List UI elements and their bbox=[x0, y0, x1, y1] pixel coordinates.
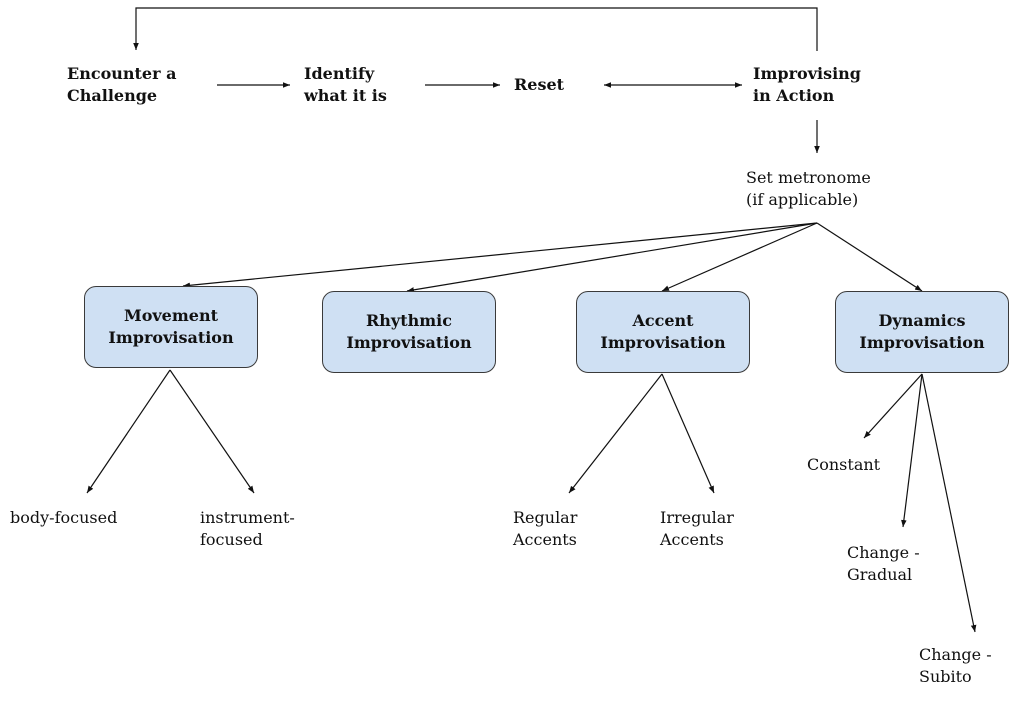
arrow-to-accent bbox=[661, 222, 818, 292]
rhythmic-box-line-1: Rhythmic bbox=[365, 311, 452, 330]
arrow-movement-to-instrument bbox=[169, 369, 255, 494]
loop-arrow bbox=[133, 7, 818, 51]
arrow-to-rhythmic bbox=[406, 222, 818, 293]
accent-improvisation-box: Accent Improvisation bbox=[576, 291, 750, 373]
arrow-to-dynamics bbox=[816, 222, 923, 292]
arrow-dynamics-to-gradual bbox=[901, 373, 923, 528]
dynamics-box-line-2: Improvisation bbox=[859, 333, 985, 352]
leaf-instrument-focused: instrument- focused bbox=[200, 507, 295, 551]
leaf-regular-accents: Regular Accents bbox=[513, 507, 577, 551]
leaf-body-focused: body-focused bbox=[10, 507, 117, 529]
leaf-irregular-accents: Irregular Accents bbox=[660, 507, 734, 551]
leaf-change-subito: Change - Subito bbox=[919, 644, 992, 688]
movement-improvisation-box: Movement Improvisation bbox=[84, 286, 258, 368]
step-encounter: Encounter a Challenge bbox=[67, 63, 176, 107]
step-encounter-line-2: Challenge bbox=[67, 86, 158, 105]
arrow-accent-to-regular bbox=[568, 373, 663, 494]
leaf-instrument-focused-line-1: instrument- bbox=[200, 508, 295, 527]
step-identify: Identify what it is bbox=[304, 63, 387, 107]
leaf-change-gradual-line-2: Gradual bbox=[847, 565, 913, 584]
step-improvising-line-2: in Action bbox=[753, 86, 835, 105]
leaf-constant-label: Constant bbox=[807, 455, 881, 474]
leaf-body-focused-label: body-focused bbox=[10, 508, 118, 527]
leaf-change-gradual-line-1: Change - bbox=[847, 543, 920, 562]
leaf-change-subito-line-2: Subito bbox=[919, 667, 972, 686]
step-improvising: Improvising in Action bbox=[753, 63, 861, 107]
metronome-note-line-2: (if applicable) bbox=[746, 190, 859, 209]
step-reset-label: Reset bbox=[514, 75, 565, 94]
arrow-movement-to-body bbox=[86, 369, 171, 494]
step-encounter-line-1: Encounter a bbox=[67, 64, 177, 83]
leaf-change-subito-line-1: Change - bbox=[919, 645, 992, 664]
metronome-note: Set metronome (if applicable) bbox=[746, 167, 871, 211]
arrow-to-movement bbox=[182, 222, 818, 289]
movement-box-line-1: Movement bbox=[123, 306, 218, 325]
accent-box-line-1: Accent bbox=[632, 311, 694, 330]
leaf-constant: Constant bbox=[807, 454, 880, 476]
leaf-instrument-focused-line-2: focused bbox=[200, 530, 263, 549]
leaf-regular-accents-line-1: Regular bbox=[513, 508, 578, 527]
dynamics-box-line-1: Dynamics bbox=[878, 311, 966, 330]
leaf-change-gradual: Change - Gradual bbox=[847, 542, 920, 586]
rhythmic-improvisation-box: Rhythmic Improvisation bbox=[322, 291, 496, 373]
arrow-dynamics-to-subito bbox=[921, 373, 977, 633]
rhythmic-box-line-2: Improvisation bbox=[346, 333, 472, 352]
arrow-dynamics-to-constant bbox=[863, 373, 923, 439]
step-identify-line-2: what it is bbox=[304, 86, 387, 105]
leaf-regular-accents-line-2: Accents bbox=[513, 530, 577, 549]
leaf-irregular-accents-line-1: Irregular bbox=[660, 508, 734, 527]
step-reset: Reset bbox=[514, 74, 564, 96]
leaf-irregular-accents-line-2: Accents bbox=[660, 530, 724, 549]
arrow-accent-to-irregular bbox=[661, 373, 715, 494]
metronome-note-line-1: Set metronome bbox=[746, 168, 871, 187]
movement-box-line-2: Improvisation bbox=[108, 328, 234, 347]
step-improvising-line-1: Improvising bbox=[753, 64, 861, 83]
accent-box-line-2: Improvisation bbox=[600, 333, 726, 352]
step-identify-line-1: Identify bbox=[304, 64, 375, 83]
dynamics-improvisation-box: Dynamics Improvisation bbox=[835, 291, 1009, 373]
